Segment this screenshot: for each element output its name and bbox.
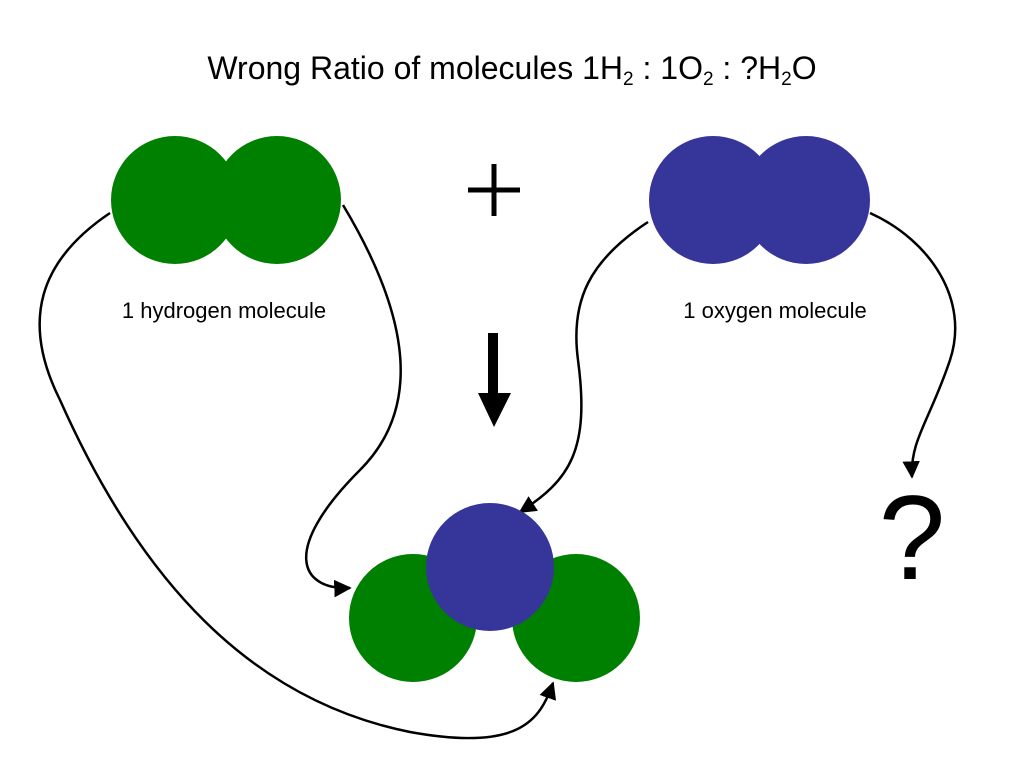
title-text-2: : 1O — [633, 50, 703, 86]
connector-hydrogen-left-to-water — [38, 211, 557, 740]
oxygen-molecule-label: 1 oxygen molecule — [683, 298, 867, 323]
title-text-3: : ?H — [713, 50, 782, 86]
title-text-4: O — [791, 50, 817, 86]
hydrogen-atom-right — [213, 136, 341, 264]
connector-oxygen-right-to-unknown — [869, 211, 957, 479]
unknown-product-question-mark: ? — [878, 471, 946, 605]
hydrogen-molecule — [111, 136, 341, 264]
water-molecule — [349, 503, 640, 682]
hydrogen-atom-left — [111, 136, 239, 264]
title-subscript-2: 2 — [702, 69, 714, 90]
title-subscript-1: 2 — [623, 69, 634, 90]
title-text-1: Wrong Ratio of molecules 1H — [207, 50, 624, 86]
diagram-title: Wrong Ratio of molecules 1H2 : 1O2 : ?H2… — [0, 50, 1024, 91]
oxygen-atom-left — [649, 136, 777, 264]
reaction-arrow-icon — [478, 333, 511, 427]
title-subscript-3: 2 — [781, 69, 792, 90]
oxygen-atom-right — [742, 136, 870, 264]
water-oxygen — [426, 503, 554, 631]
connector-hydrogen-right-to-water — [304, 204, 402, 598]
connector-oxygen-left-to-water — [518, 220, 649, 514]
plus-sign — [468, 164, 520, 216]
hydrogen-molecule-label: 1 hydrogen molecule — [121, 298, 327, 323]
oxygen-molecule — [649, 136, 870, 264]
